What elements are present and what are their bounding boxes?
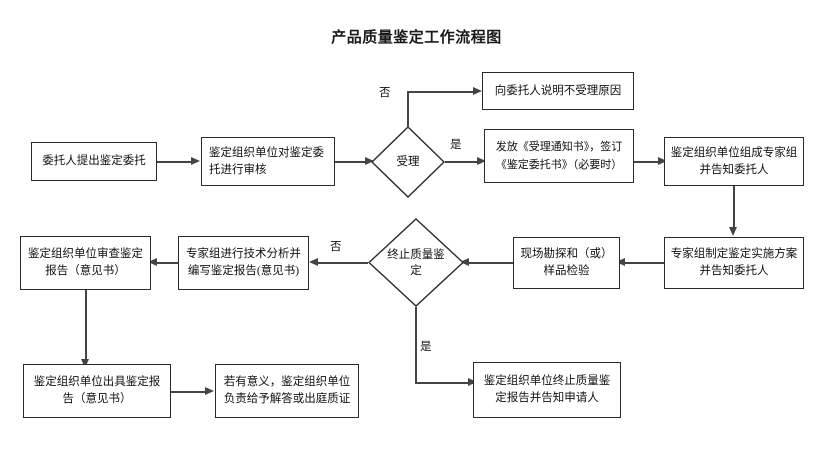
node-label: 鉴定组织单位出具鉴定报告（意见书） xyxy=(33,376,161,405)
decision-terminate: 终止质量鉴定 xyxy=(368,218,464,307)
node-issue-report: 鉴定组织单位出具鉴定报告（意见书） xyxy=(23,364,171,418)
edge-d2-n8 xyxy=(313,262,368,264)
arrowhead-n4-n5 xyxy=(658,157,667,165)
arrowhead-d2-n12 xyxy=(468,378,477,386)
node-label: 向委托人说明不受理原因 xyxy=(494,84,622,97)
edge-n7-d2 xyxy=(464,262,513,264)
arrowhead-n5-n6 xyxy=(729,227,737,236)
node-review-report: 鉴定组织单位审查鉴定报告（意见书） xyxy=(20,236,151,290)
edge-n1-n2 xyxy=(157,161,193,163)
node-entrust-request: 委托人提出鉴定委托 xyxy=(31,142,157,181)
edge-d1-n4 xyxy=(445,161,482,163)
node-label: 鉴定组织单位组成专家组并告知委托人 xyxy=(670,146,798,176)
node-label: 委托人提出鉴定委托 xyxy=(42,155,146,167)
arrowhead-n7-d2 xyxy=(460,258,469,266)
node-review-entrust: 鉴定组织单位对鉴定委托进行审核 xyxy=(201,137,335,186)
node-technical-analysis-report: 专家组进行技术分析并编写鉴定报告(意见书) xyxy=(178,236,309,290)
node-label: 终止质量鉴定 xyxy=(387,248,445,277)
page-title: 产品质量鉴定工作流程图 xyxy=(331,30,502,46)
arrowhead-n6-n7 xyxy=(616,258,625,266)
node-answer-or-testify: 若有意义，鉴定组织单位负责给予解答或出庭质证 xyxy=(215,364,359,418)
edge-label-accept-no: 否 xyxy=(379,87,391,99)
edge-label-terminate-no: 否 xyxy=(330,241,342,253)
edge-d1-n3-horizontal xyxy=(407,91,477,93)
diamond-shape xyxy=(368,218,464,307)
node-site-survey-sample-test: 现场勘探和（或）样品检验 xyxy=(513,237,620,289)
edge-label-accept-yes: 是 xyxy=(450,139,462,151)
edge-n4-n5 xyxy=(634,161,663,163)
node-label: 若有意义，鉴定组织单位负责给予解答或出庭质证 xyxy=(223,376,351,405)
arrowhead-d1-n3 xyxy=(473,87,482,95)
arrowhead-d2-n8 xyxy=(309,258,318,266)
diamond-shape xyxy=(371,126,445,198)
edge-d2-n12-horizontal xyxy=(415,382,473,384)
edge-n5-n6 xyxy=(733,186,735,230)
node-explain-rejection: 向委托人说明不受理原因 xyxy=(482,72,634,110)
node-label: 专家组进行技术分析并编写鉴定报告(意见书) xyxy=(186,248,301,277)
decision-label-wrap: 终止质量鉴定 xyxy=(368,218,464,307)
edge-n10-n11 xyxy=(171,391,208,393)
decision-accept: 受理 xyxy=(371,126,445,198)
edge-label-terminate-yes: 是 xyxy=(420,341,432,353)
edge-n8-n9 xyxy=(152,262,178,264)
node-label: 鉴定组织单位对鉴定委托进行审核 xyxy=(209,146,324,176)
arrowhead-n1-n2 xyxy=(191,157,200,165)
node-label: 发放《受理通知书》，签订《鉴定委托书》（必要时） xyxy=(495,141,623,171)
node-label: 受理 xyxy=(396,156,420,168)
edge-d2-n12-vertical xyxy=(415,307,417,383)
node-make-plan: 专家组制定鉴定实施方案并告知委托人 xyxy=(664,237,804,289)
decision-label-wrap: 受理 xyxy=(371,126,445,198)
node-issue-acceptance-notice: 发放《受理通知书》，签订《鉴定委托书》（必要时） xyxy=(484,129,634,183)
arrowhead-n9-n10 xyxy=(81,359,89,368)
arrowhead-n8-n9 xyxy=(148,258,157,266)
edge-n2-d1 xyxy=(335,161,367,163)
arrowhead-n10-n11 xyxy=(205,387,214,395)
node-label: 鉴定组织单位审查鉴定报告（意见书） xyxy=(28,248,143,277)
arrowhead-n2-d1 xyxy=(365,157,374,165)
edge-n9-n10 xyxy=(85,290,87,362)
node-label: 专家组制定鉴定实施方案并告知委托人 xyxy=(670,248,798,277)
edge-n6-n7 xyxy=(620,262,664,264)
node-label: 现场勘探和（或）样品检验 xyxy=(520,248,613,277)
node-form-expert-group: 鉴定组织单位组成专家组并告知委托人 xyxy=(664,137,804,186)
arrowhead-d1-n4 xyxy=(477,157,486,165)
edge-d1-n3-vertical xyxy=(407,92,409,128)
node-label: 鉴定组织单位终止质量鉴定报告并告知申请人 xyxy=(483,375,611,404)
node-terminate-report: 鉴定组织单位终止质量鉴定报告并告知申请人 xyxy=(473,362,621,418)
